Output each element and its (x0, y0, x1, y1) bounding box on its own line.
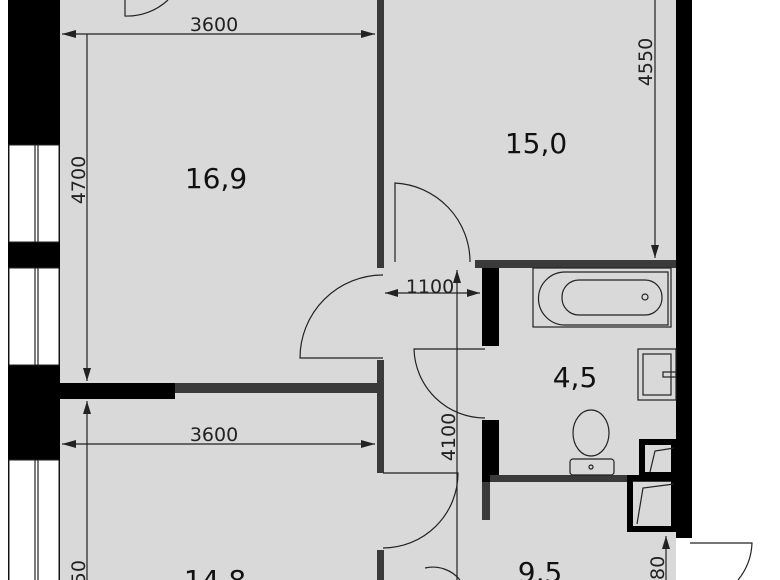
room-area-bathroom: 4,5 (553, 361, 598, 394)
door-bedroom-right (394, 182, 471, 263)
dim-lower-width: 3600 (190, 424, 238, 446)
dim-right-height: 4550 (635, 38, 657, 86)
door-balcony (690, 542, 753, 580)
right-exterior-wall (676, 0, 692, 538)
door-top (124, 0, 169, 17)
ventilation-shafts (627, 439, 677, 532)
dim-top-width: 3600 (190, 14, 238, 36)
window (8, 459, 60, 580)
dim-bottom-right: 80 (647, 556, 669, 580)
bathtub-icon (532, 267, 672, 328)
dim-corridor-width: 1100 (406, 276, 454, 298)
dimension-lines (62, 0, 670, 580)
door-bedroom-left (299, 274, 384, 359)
sink-icon (637, 348, 677, 401)
floor-outside-cut (676, 538, 780, 580)
window (8, 144, 60, 243)
doors (124, 0, 753, 580)
left-exterior-wall (8, 0, 60, 580)
room-area-kitchen: 9,5 (518, 556, 563, 580)
interior-walls (60, 0, 676, 580)
room-area-bedroom-1: 16,9 (185, 162, 247, 195)
dim-lower-height: 50 (68, 560, 90, 580)
window (8, 267, 60, 366)
room-area-bedroom-2: 15,0 (505, 127, 567, 160)
door-bathroom (413, 348, 486, 419)
toilet-icon (569, 409, 615, 476)
door-kitchen (424, 566, 461, 580)
dim-left-height: 4700 (68, 156, 90, 204)
room-area-room-3: 14,8 (184, 564, 246, 580)
dim-corridor-length: 4100 (438, 413, 460, 461)
floor (60, 0, 676, 580)
